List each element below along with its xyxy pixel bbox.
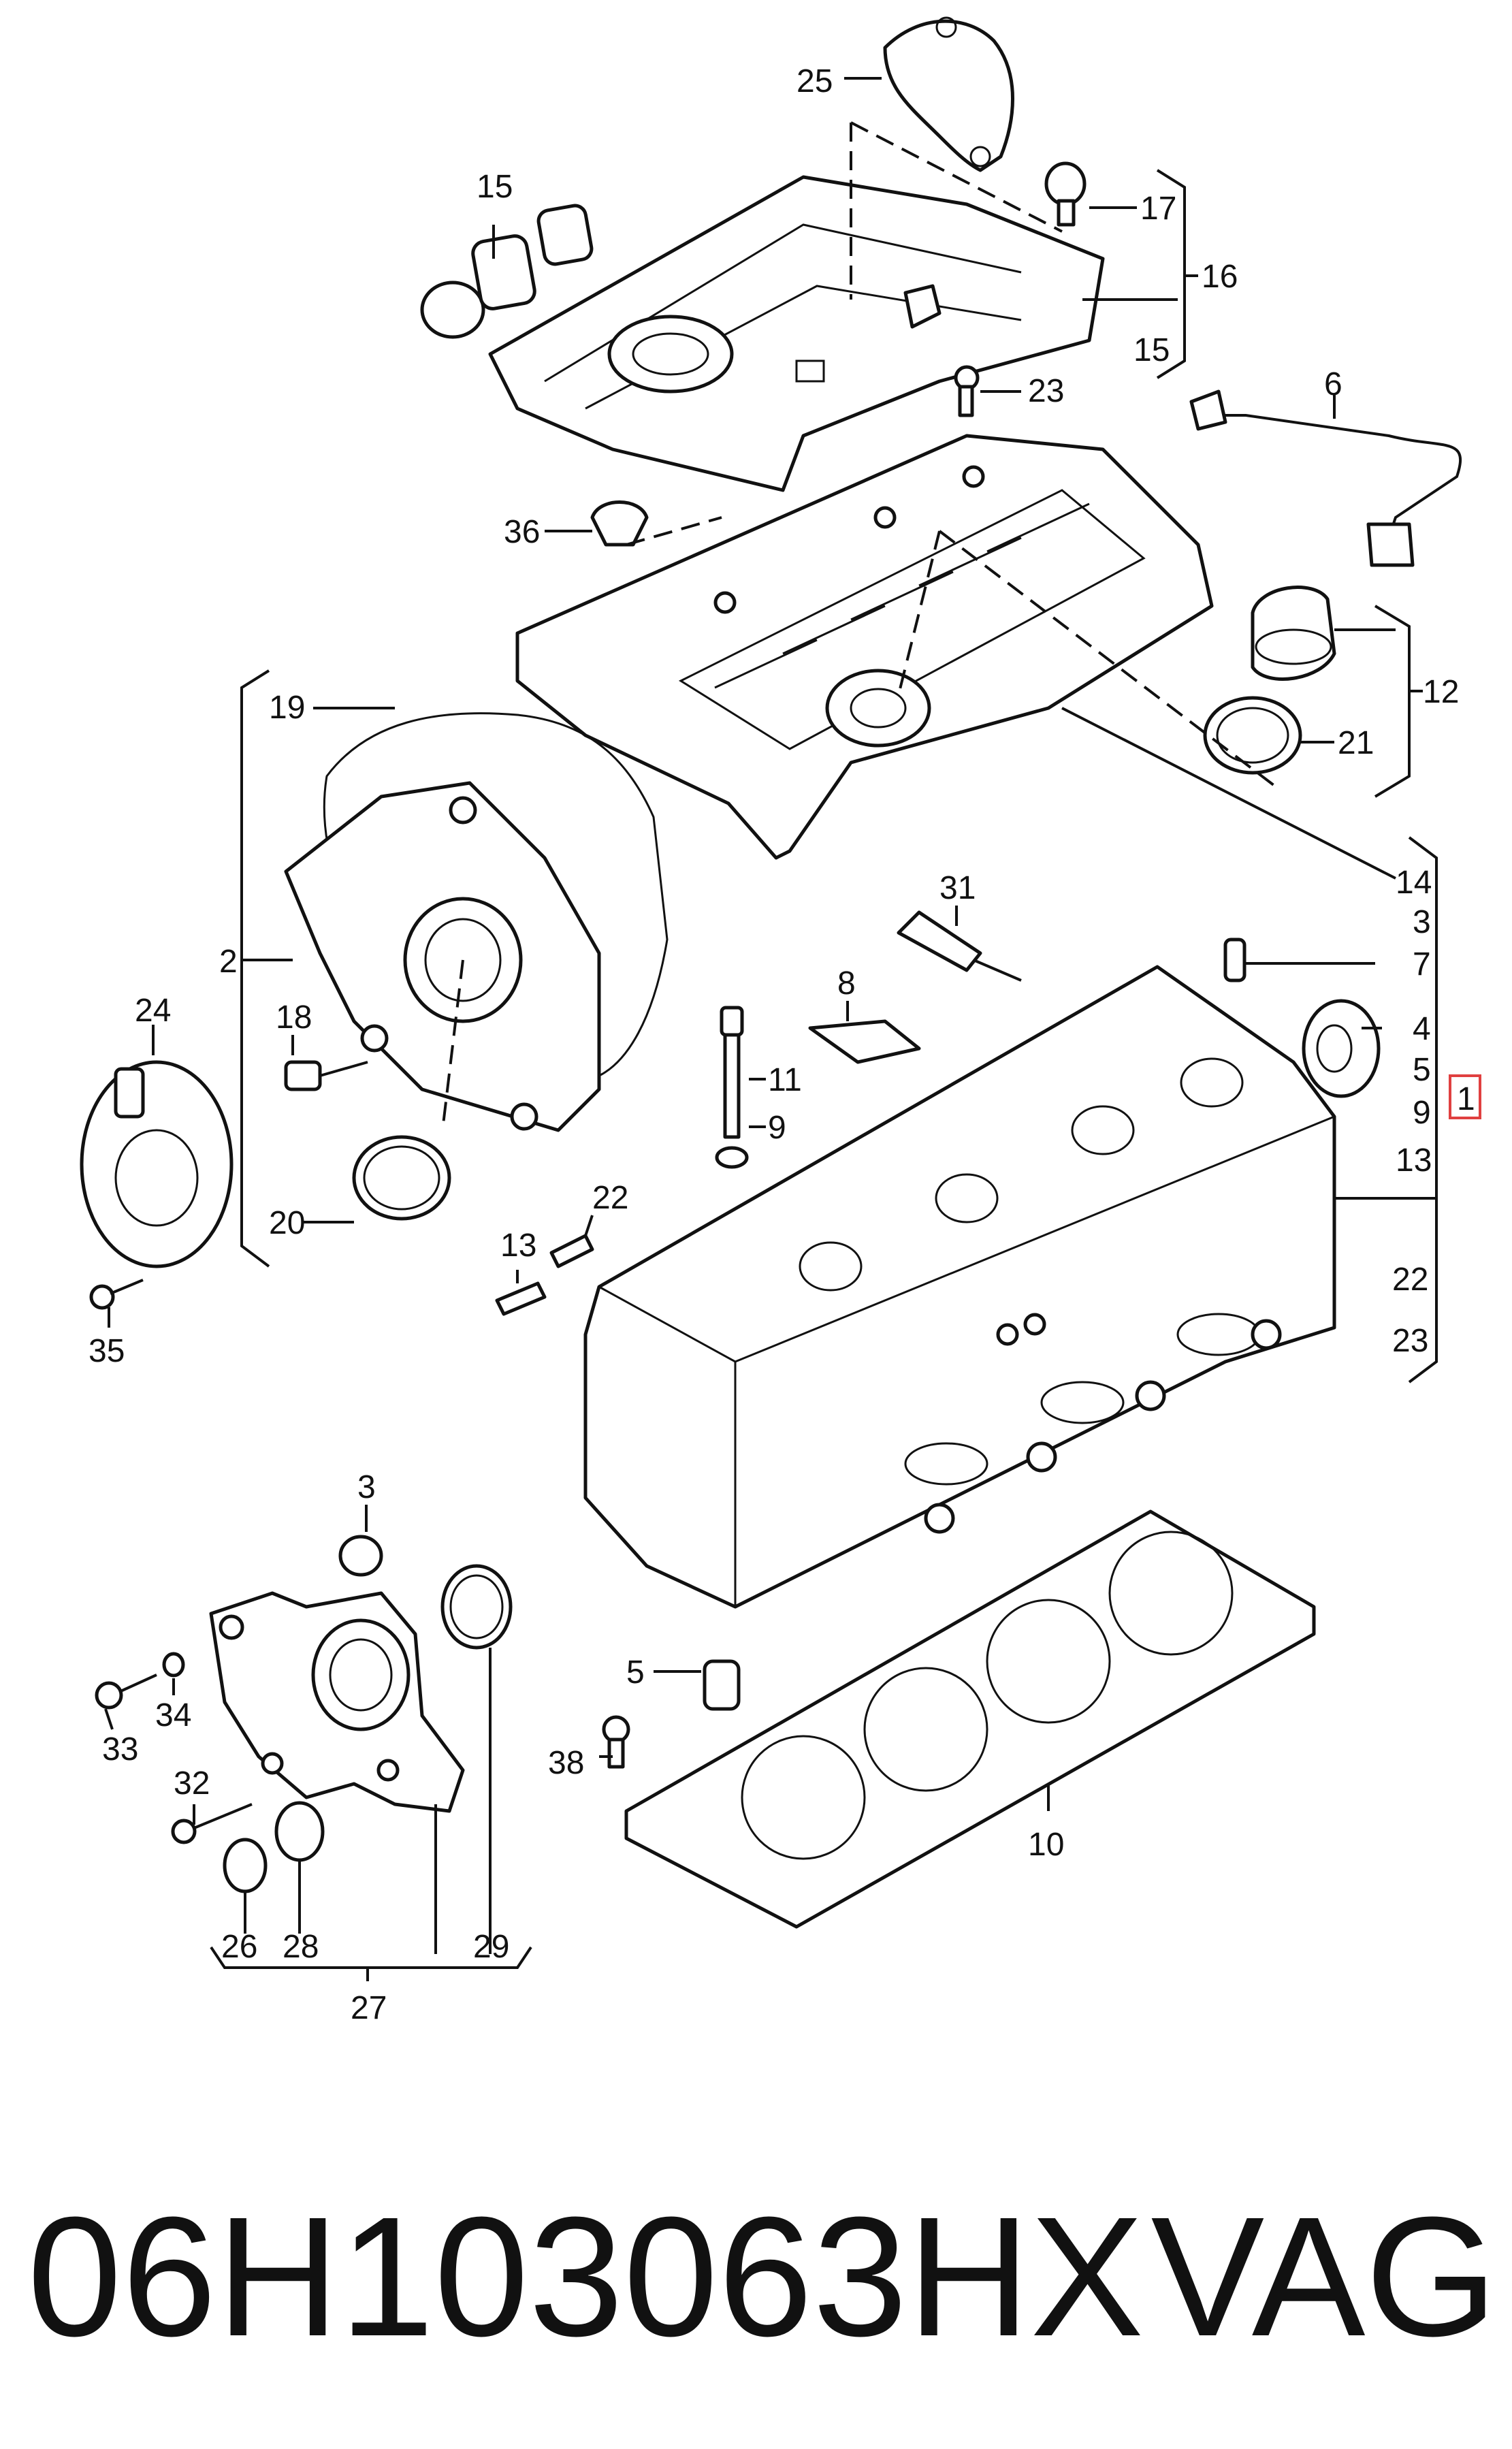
label-3-left: 3 (357, 1469, 376, 1505)
part-number-footer: 06H103063HX VAG (27, 2179, 1498, 2383)
part-11-head-bolt (720, 1006, 744, 1139)
part-27-housing (209, 1591, 465, 1813)
part-number: 06H103063HX (27, 2181, 1144, 2371)
part-18-bolt (284, 1060, 368, 1091)
part-32-bolt (171, 1803, 253, 1844)
label-34: 34 (155, 1697, 191, 1733)
label-5-left: 5 (626, 1654, 645, 1691)
label-25: 25 (797, 63, 833, 99)
part-21-seal (1203, 696, 1302, 775)
part-24-adjuster-plate (80, 1060, 234, 1268)
label-15-right: 15 (1133, 332, 1170, 368)
label-13-left: 13 (500, 1228, 536, 1264)
part-36-cap (590, 500, 649, 547)
part-29-o-ring (440, 1564, 513, 1650)
label-14: 14 (1396, 865, 1432, 901)
label-24: 24 (135, 993, 171, 1029)
label-8: 8 (837, 965, 856, 1002)
part-31-sealant-tube (897, 910, 1022, 982)
label-5-right: 5 (1413, 1052, 1431, 1088)
label-18: 18 (276, 999, 312, 1036)
exploded-parts-diagram: 25 15 17 16 15 23 6 36 19 12 21 14 3 7 3… (80, 16, 1481, 2026)
part-16-engine-cover (488, 175, 1105, 492)
label-2: 2 (219, 944, 238, 980)
part-5-bushing (703, 1659, 741, 1711)
label-20: 20 (269, 1205, 305, 1241)
callout-labels: 25 15 17 16 15 23 6 36 19 12 21 14 3 7 3… (89, 63, 1475, 2026)
label-21: 21 (1338, 725, 1374, 761)
part-7-pin (1223, 938, 1246, 982)
part-3-plug (338, 1535, 383, 1577)
label-35: 35 (89, 1333, 125, 1369)
part-25-gasket (883, 16, 1014, 172)
part-17-bolt (1044, 161, 1087, 227)
label-23-top: 23 (1028, 373, 1064, 409)
part-34-washer (162, 1652, 185, 1678)
guide-lines (441, 121, 1281, 1131)
manufacturer: VAG (1151, 2181, 1498, 2371)
label-10: 10 (1028, 1827, 1064, 1863)
label-32: 32 (174, 1765, 210, 1802)
label-29: 29 (473, 1929, 509, 1965)
part-12-oil-filler-cap (1251, 586, 1336, 681)
part-9-washer (715, 1146, 749, 1169)
part-6-hose (1189, 389, 1462, 567)
part-cylinder-head-cover (515, 434, 1214, 860)
part-8-shim (808, 1019, 921, 1064)
part-10-head-gasket (624, 1509, 1316, 1929)
label-1: 1 (1457, 1081, 1475, 1117)
label-28: 28 (283, 1929, 319, 1965)
label-19: 19 (269, 690, 305, 726)
label-27: 27 (351, 1990, 387, 2026)
label-22-left: 22 (592, 1180, 628, 1216)
part-35-bolt (89, 1279, 144, 1310)
label-26: 26 (221, 1929, 257, 1965)
part-22-stud (549, 1234, 594, 1268)
label-33: 33 (102, 1731, 138, 1767)
label-9-right: 9 (1413, 1095, 1431, 1131)
label-38: 38 (548, 1745, 584, 1781)
label-13-right: 13 (1396, 1142, 1432, 1179)
label-3-right: 3 (1413, 904, 1431, 940)
leader-lines (104, 77, 1438, 1981)
part-1-cylinder-head (583, 965, 1336, 1609)
label-31: 31 (939, 870, 976, 906)
part-26-bushing (223, 1838, 268, 1893)
label-11: 11 (768, 1062, 802, 1098)
label-15-top: 15 (477, 169, 513, 205)
part-15-gaskets (420, 204, 594, 339)
label-7: 7 (1413, 946, 1431, 982)
label-6: 6 (1324, 366, 1342, 402)
label-36: 36 (504, 514, 540, 550)
part-20-o-ring (352, 1135, 451, 1221)
label-12: 12 (1423, 674, 1459, 710)
part-4-sprocket (1302, 999, 1381, 1098)
part-33-bolt (95, 1674, 157, 1710)
highlight-box-1 (1449, 1074, 1481, 1119)
label-17: 17 (1140, 191, 1176, 227)
part-23-bolt-upper (954, 365, 980, 417)
part-2-timing-cover (284, 781, 601, 1132)
label-16: 16 (1202, 259, 1238, 295)
label-9-left: 9 (768, 1110, 786, 1146)
label-22-right: 22 (1392, 1262, 1428, 1298)
part-13-stud (495, 1281, 547, 1316)
part-28-bushing (274, 1801, 325, 1862)
label-23-right: 23 (1392, 1323, 1428, 1359)
part-38-bolt (602, 1715, 630, 1769)
label-4: 4 (1413, 1011, 1431, 1047)
